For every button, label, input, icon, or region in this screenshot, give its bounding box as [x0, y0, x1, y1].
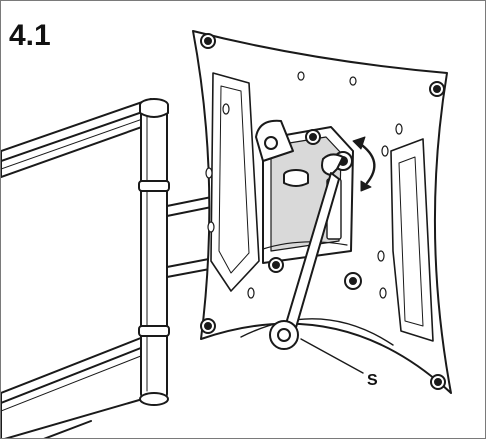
- tilt-arrows-icon: [352, 136, 376, 192]
- wrench: [269, 153, 364, 374]
- plate-holes: [205, 71, 403, 299]
- step-number: 4.1: [9, 19, 51, 52]
- upper-arm: [1, 98, 154, 178]
- wrench-callout-label: S: [367, 372, 378, 389]
- lower-arm: [1, 333, 154, 438]
- plate-screws: [200, 33, 446, 390]
- callout-leader: [300, 338, 364, 374]
- pivot-post: [138, 98, 170, 406]
